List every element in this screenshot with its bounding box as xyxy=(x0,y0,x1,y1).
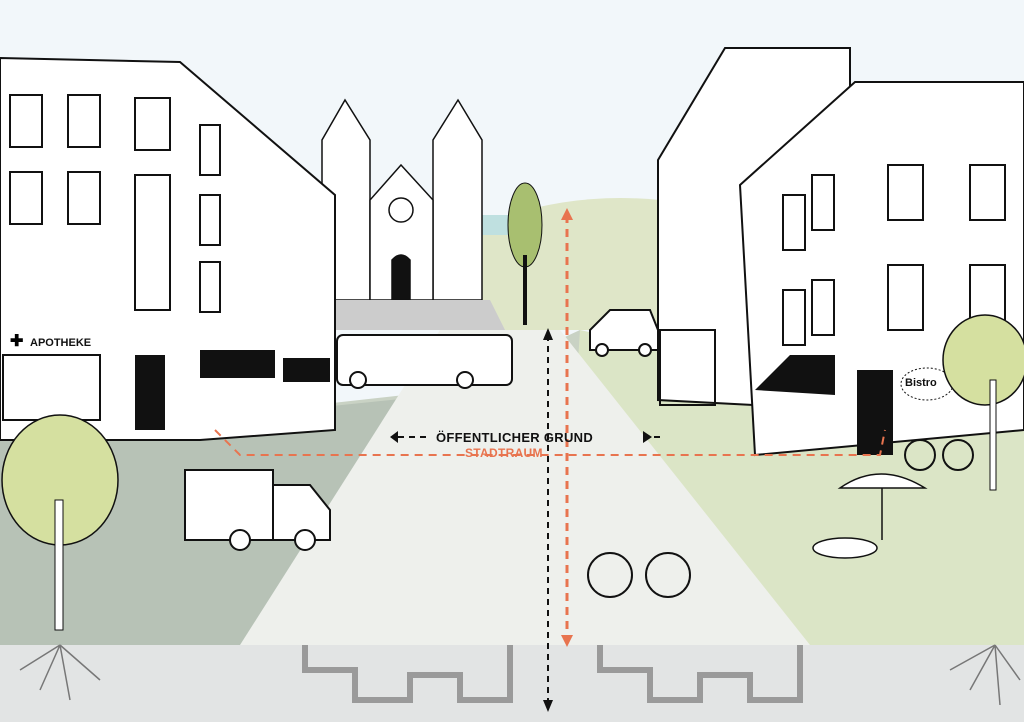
cafe xyxy=(812,473,928,559)
pharmacy-sign: APOTHEKE xyxy=(30,337,92,349)
trees xyxy=(1,182,1024,631)
church-square xyxy=(335,300,505,330)
left-building xyxy=(0,56,336,441)
arrows xyxy=(214,208,886,712)
roots xyxy=(19,644,1021,706)
pharmacy-door xyxy=(135,355,165,430)
pharmacy-shutter xyxy=(2,354,101,421)
pipes xyxy=(302,645,803,703)
bistro-awning xyxy=(755,355,835,395)
pharmacy-cross-icon: ✚ xyxy=(10,333,23,350)
awning xyxy=(200,350,275,378)
awning xyxy=(283,358,330,382)
bistro-sign-label: Bistro xyxy=(905,377,937,389)
bistro-door xyxy=(857,370,893,455)
public-ground-label: ÖFFENTLICHER GRUND xyxy=(436,430,594,445)
urban-space-label: STADTRAUM xyxy=(465,446,543,460)
vehicles xyxy=(184,309,974,598)
road xyxy=(240,330,810,645)
